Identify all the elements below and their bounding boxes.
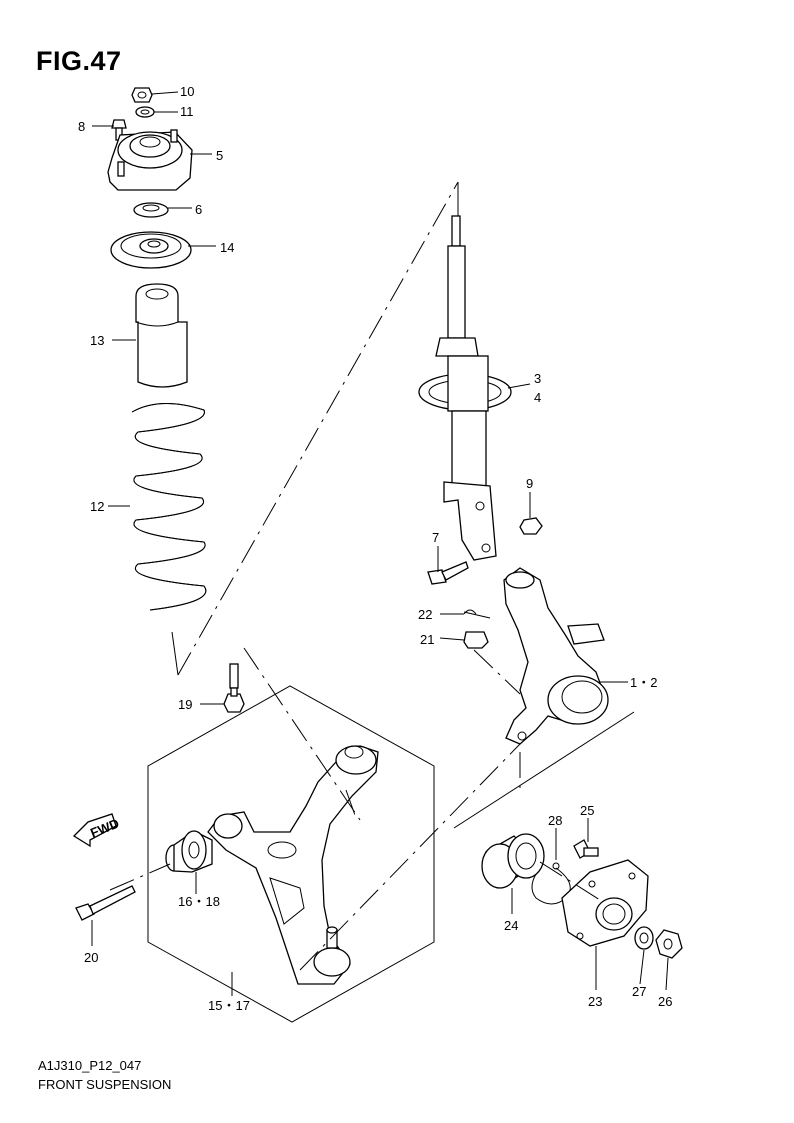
strut-mount-part-5 xyxy=(107,129,193,191)
bolt-part-7 xyxy=(427,561,469,585)
guide-lines xyxy=(109,181,601,971)
wheel-hub-part-23 xyxy=(561,859,649,947)
callout-8: 8 xyxy=(78,119,85,134)
bolt-part-19 xyxy=(223,663,245,713)
leader-lines xyxy=(91,91,669,996)
diagram-code: A1J310_P12_047 xyxy=(38,1058,142,1073)
callout-25: 25 xyxy=(580,803,594,818)
callout-5: 5 xyxy=(216,148,223,163)
callout-7: 7 xyxy=(432,530,439,545)
callout-27: 27 xyxy=(632,984,646,999)
callout-26: 26 xyxy=(658,994,672,1009)
callout-21: 21 xyxy=(420,632,434,647)
figure-title: FIG.47 xyxy=(36,46,122,76)
circlip-part-28 xyxy=(531,862,571,905)
washer-part-11 xyxy=(135,106,155,118)
washer-part-27 xyxy=(634,926,654,950)
fwd-arrow-label: FWD xyxy=(88,816,121,841)
callout-1-2: 1・2 xyxy=(630,675,657,690)
callout-23: 23 xyxy=(588,994,602,1009)
callout-19: 19 xyxy=(178,697,192,712)
callout-16-18: 16・18 xyxy=(178,894,220,909)
lower-arm-kit-box xyxy=(147,685,435,1023)
bolt-part-20 xyxy=(75,885,136,921)
lower-control-arm-part-15-17 xyxy=(207,745,379,985)
callout-11: 11 xyxy=(180,104,194,119)
bushing-part-16-18 xyxy=(165,830,213,873)
callout-3: 3 xyxy=(534,371,541,386)
diagram-caption: FRONT SUSPENSION xyxy=(38,1077,172,1092)
wheel-bearing-part-24 xyxy=(481,833,545,889)
hub-kit-box xyxy=(453,711,635,829)
callout-14: 14 xyxy=(220,240,234,255)
callout-24: 24 xyxy=(504,918,518,933)
callout-20: 20 xyxy=(84,950,98,965)
nut-part-9 xyxy=(519,517,543,535)
coil-spring-part-12 xyxy=(131,402,207,611)
cotter-pin-part-22 xyxy=(463,609,491,619)
callout-10: 10 xyxy=(180,84,194,99)
spring-upper-seat-part-14 xyxy=(110,231,192,269)
fwd-arrow-icon: FWD xyxy=(72,813,121,848)
steering-knuckle-part-1-2 xyxy=(503,567,609,745)
callout-28: 28 xyxy=(548,813,562,828)
callout-22: 22 xyxy=(418,607,432,622)
callout-12: 12 xyxy=(90,499,104,514)
nut-part-26 xyxy=(655,929,683,959)
hub-bolt-part-25 xyxy=(573,839,599,859)
castle-nut-part-21 xyxy=(463,631,489,649)
callout-13: 13 xyxy=(90,333,104,348)
callout-4: 4 xyxy=(534,390,541,405)
callout-9: 9 xyxy=(526,476,533,491)
callout-15-17: 15・17 xyxy=(208,998,250,1013)
bump-stop-seat-part-6 xyxy=(133,202,169,218)
strut-assembly xyxy=(418,215,512,561)
nut-part-10 xyxy=(131,87,153,103)
dust-boot-part-13 xyxy=(135,283,188,388)
callout-labels: 10 11 8 5 6 14 13 12 3 4 9 7 22 21 1・2 1… xyxy=(78,84,672,1013)
callout-6: 6 xyxy=(195,202,202,217)
